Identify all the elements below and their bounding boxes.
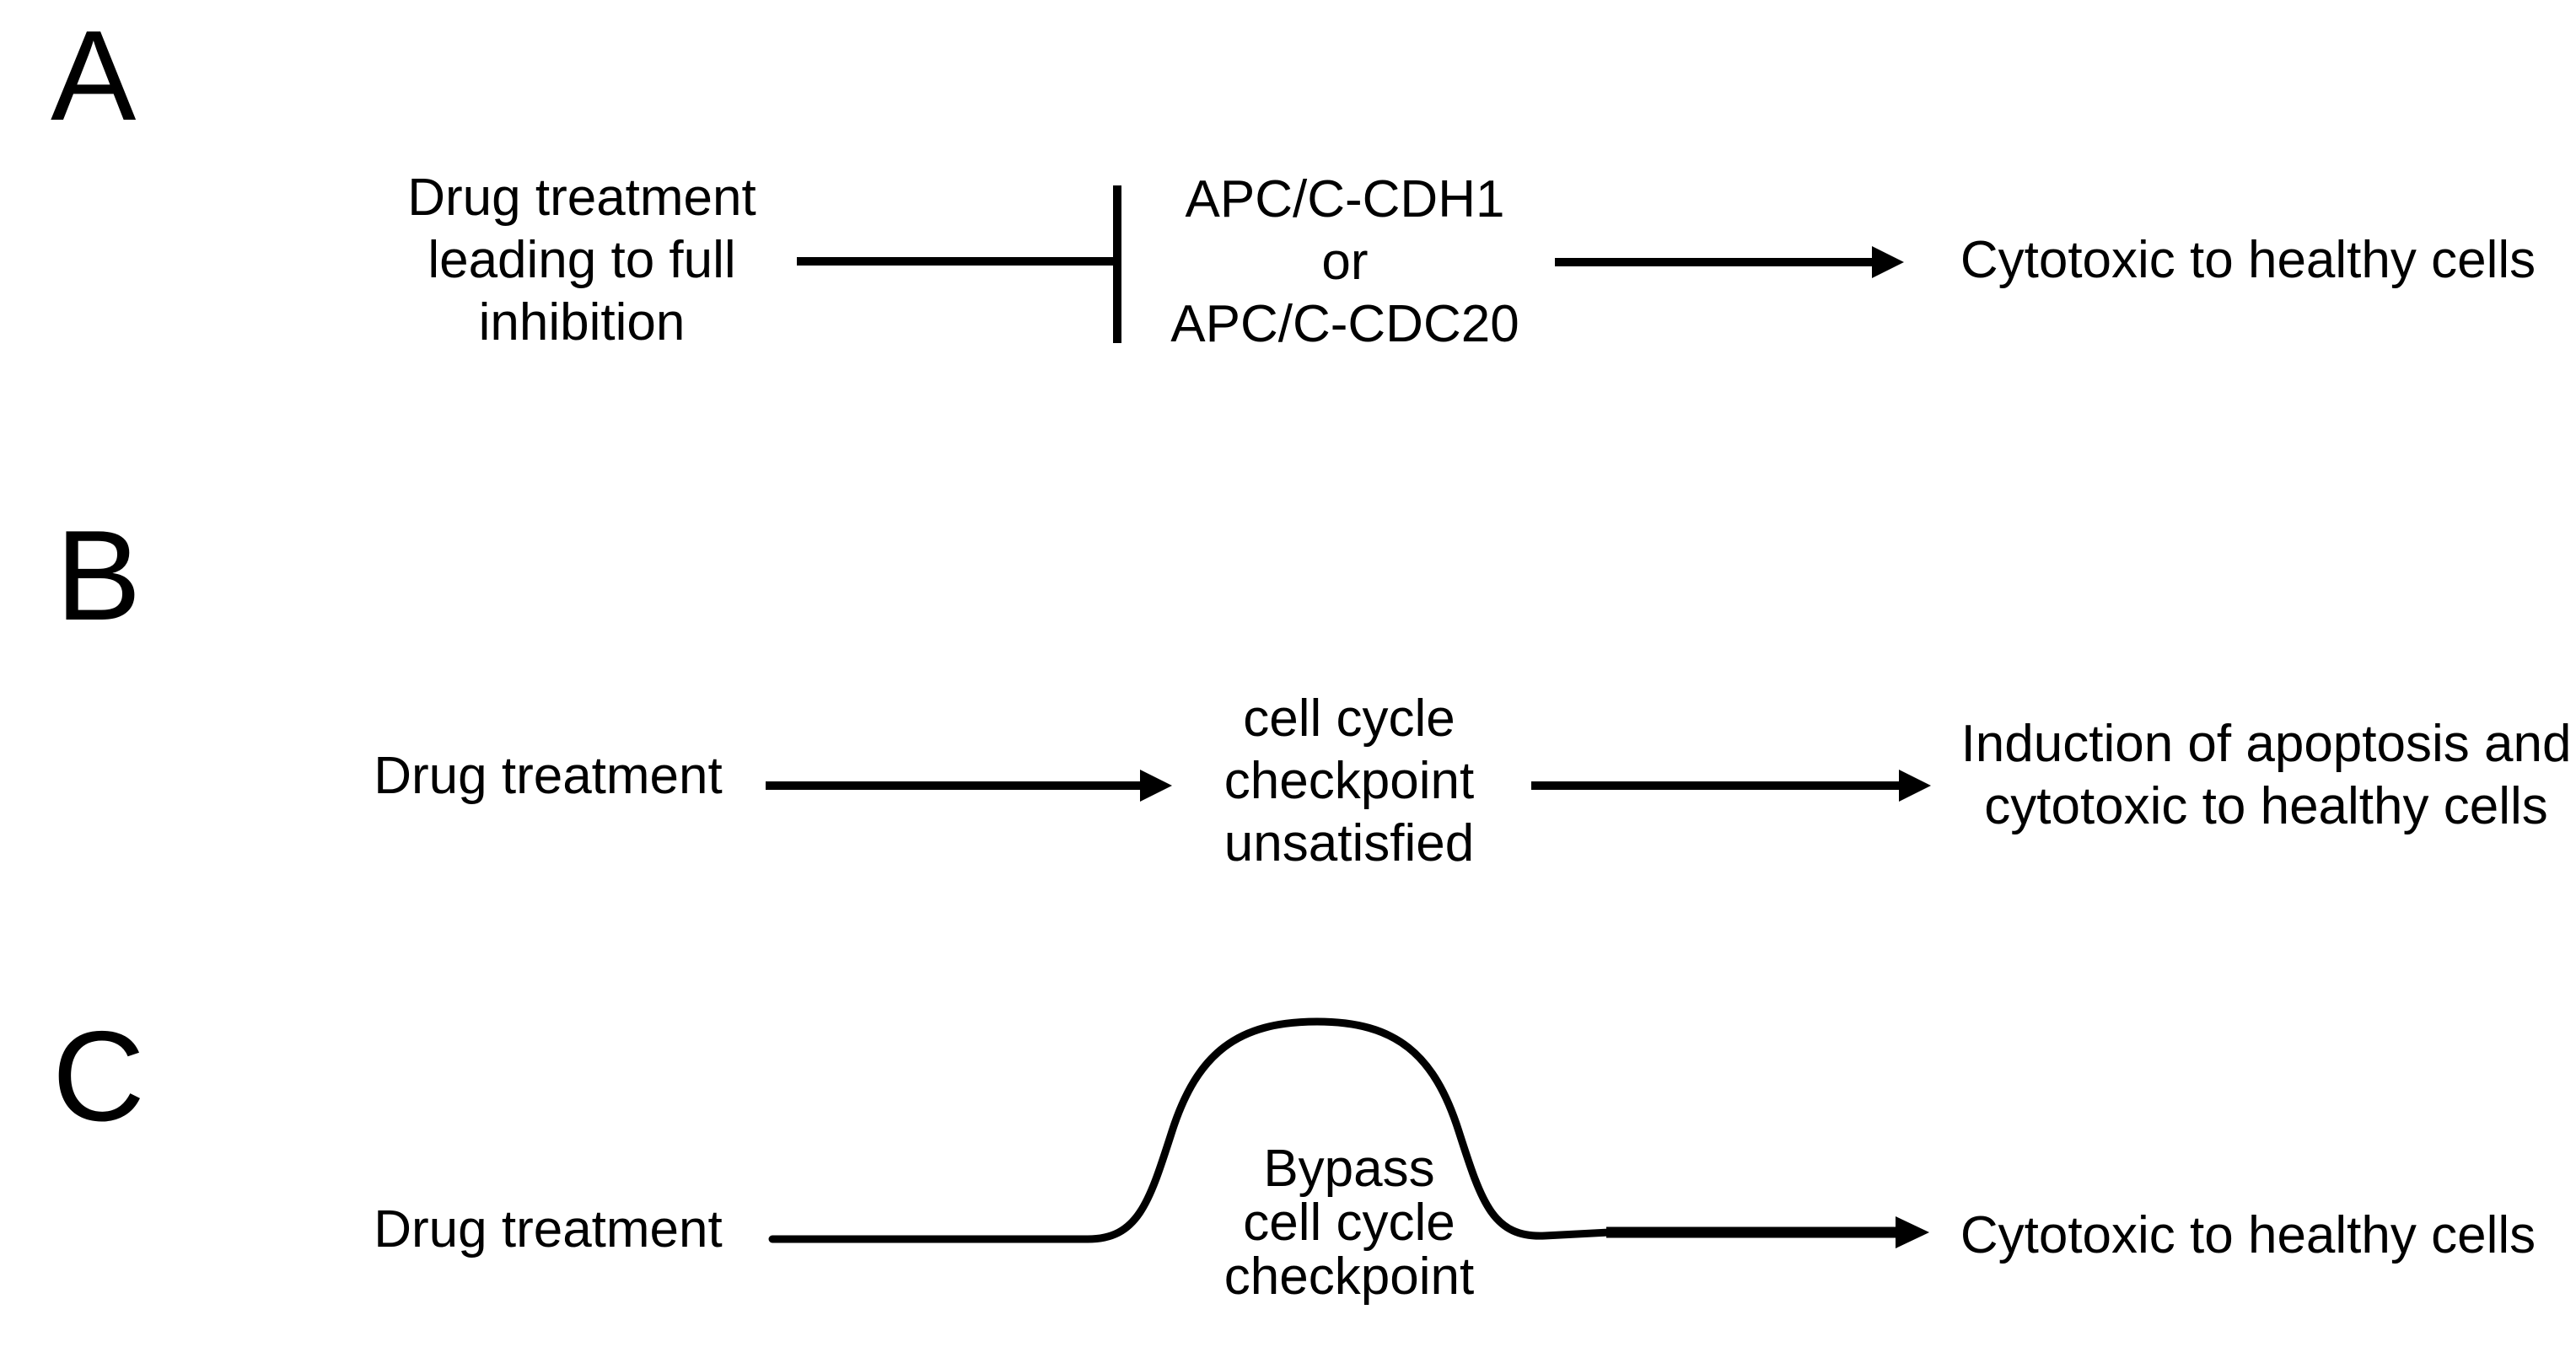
panel-c-source-text: Drug treatment	[374, 1200, 723, 1258]
panel-b-outcome-text: Induction of apoptosis and cytotoxic to …	[1960, 715, 2572, 835]
panel-b-label: B	[56, 504, 142, 647]
panel-c-middle-text: Bypass cell cycle checkpoint	[1223, 1140, 1475, 1306]
panel-c-bypass-curve	[768, 1017, 1613, 1243]
panel-a-arrowhead-icon	[1872, 246, 1904, 278]
panel-c-outcome-text: Cytotoxic to healthy cells	[1960, 1206, 2536, 1264]
panel-b-middle-text: cell cycle checkpoint unsatisfied	[1223, 690, 1475, 872]
panel-b-arrowhead2-icon	[1899, 770, 1931, 802]
panel-c-label: C	[52, 1005, 145, 1148]
panel-c-arrowhead-icon	[1896, 1216, 1929, 1248]
panel-a-source-text: Drug treatment leading to full inhibitio…	[407, 169, 756, 352]
panel-a-label: A	[51, 4, 137, 148]
panel-a-outcome-text: Cytotoxic to healthy cells	[1960, 231, 2536, 289]
panel-b-arrowhead1-icon	[1140, 770, 1172, 802]
panel-a-target-text: APC/C-CDH1 or APC/C-CDC20	[1170, 170, 1519, 353]
panel-b-source-text: Drug treatment	[374, 747, 723, 805]
